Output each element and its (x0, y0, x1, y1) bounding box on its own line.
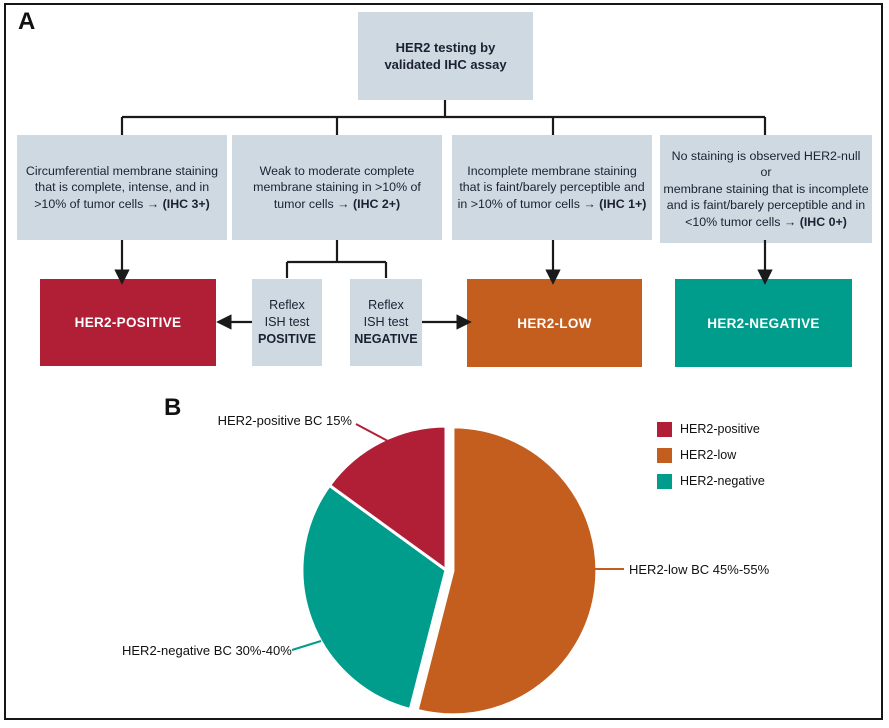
ihc1-label: (IHC 1+) (599, 196, 647, 211)
pie-label-positive: HER2-positive BC 15% (217, 413, 352, 428)
panel-a-label: A (18, 8, 36, 35)
criterion-text: Weak to moderate complete membrane stain… (253, 163, 421, 211)
pie-label-low: HER2-low BC 45%-55% (629, 562, 770, 577)
reflex-result-negative: NEGATIVE (354, 332, 418, 346)
panel-b-label: B (164, 394, 182, 421)
reflex-text: Reflex ISH test (363, 298, 409, 329)
legend-swatch-positive (657, 422, 672, 437)
ihc0-label: (IHC 0+) (799, 214, 847, 229)
criterion-line1: No staining is observed HER2-null (671, 149, 861, 164)
pie-label-negative: HER2-negative BC 30%-40% (122, 643, 292, 658)
legend-label: HER2-low (680, 448, 737, 462)
result-box-her2-negative: HER2-NEGATIVE (675, 279, 852, 367)
pie-legend: HER2-positive HER2-low HER2-negative (657, 422, 765, 500)
criterion-text: Incomplete membrane staining that is fai… (457, 163, 647, 211)
legend-swatch-negative (657, 474, 672, 489)
reflex-ish-positive-box: Reflex ISH test POSITIVE (252, 279, 322, 366)
criterion-box-ihc0: No staining is observed HER2-null or mem… (660, 135, 872, 243)
result-label: HER2-LOW (517, 315, 592, 331)
criterion-box-ihc3: Circumferential membrane staining that i… (17, 135, 227, 240)
result-box-her2-low: HER2-LOW (467, 279, 642, 367)
ihc2-label: (IHC 2+) (353, 196, 401, 211)
legend-label: HER2-positive (680, 422, 760, 436)
reflex-ish-negative-box: Reflex ISH test NEGATIVE (350, 279, 422, 366)
legend-item-low: HER2-low (657, 448, 765, 463)
reflex-result-positive: POSITIVE (257, 332, 317, 346)
legend-label: HER2-negative (680, 474, 765, 488)
criterion-text: membrane staining that is incomplete and… (663, 181, 869, 229)
criterion-box-ihc1: Incomplete membrane staining that is fai… (452, 135, 652, 240)
criterion-line2: or (760, 165, 772, 180)
figure-border (4, 3, 883, 720)
legend-item-positive: HER2-positive (657, 422, 765, 437)
result-label: HER2-NEGATIVE (707, 315, 820, 331)
result-label: HER2-POSITIVE (74, 315, 182, 330)
legend-swatch-low (657, 448, 672, 463)
result-box-her2-positive: HER2-POSITIVE (40, 279, 216, 366)
root-box-her2-testing: HER2 testing by validated IHC assay (358, 12, 533, 100)
criterion-text: Circumferential membrane staining that i… (25, 163, 219, 211)
legend-item-negative: HER2-negative (657, 474, 765, 489)
reflex-text: Reflex ISH test (264, 298, 310, 329)
criterion-box-ihc2: Weak to moderate complete membrane stain… (232, 135, 442, 240)
ihc3-label: (IHC 3+) (162, 196, 210, 211)
